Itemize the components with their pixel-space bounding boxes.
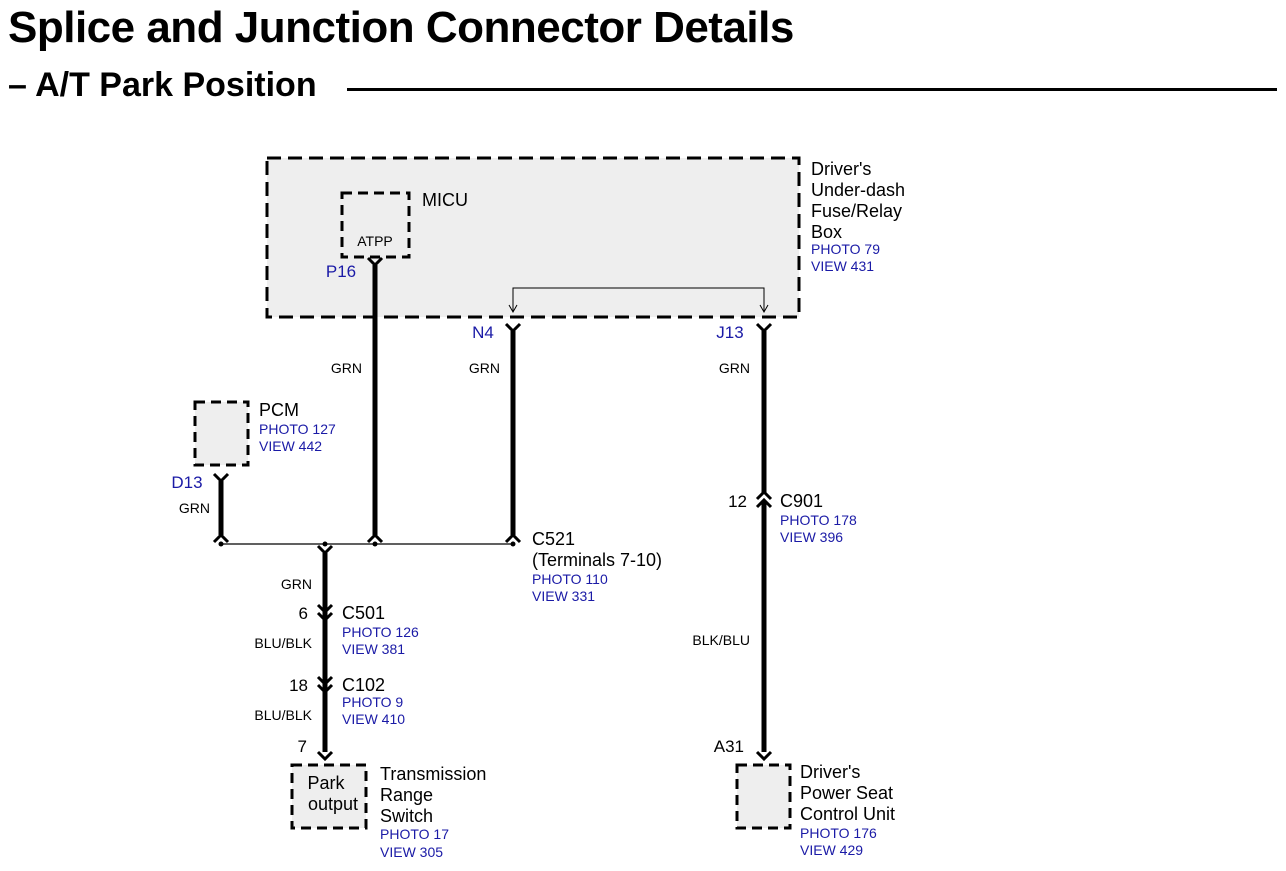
atpp-label: ATPP — [357, 233, 393, 249]
wire-color-n4: GRN — [469, 360, 500, 376]
seat-name-3: Control Unit — [800, 804, 895, 824]
wire-color-splice-out: GRN — [281, 576, 312, 592]
wire-color-pcm: GRN — [179, 500, 210, 516]
trs-name-1: Transmission — [380, 764, 486, 784]
c521-terminal-out — [316, 544, 334, 556]
c102-terminal-top — [316, 675, 334, 687]
wire-color-c102: BLU/BLK — [254, 707, 312, 723]
d13-terminal — [212, 472, 230, 484]
wire-color-c901: BLK/BLU — [692, 632, 750, 648]
c501-pin: 6 — [299, 604, 308, 623]
bridge-arrow-j13 — [759, 304, 769, 314]
c901-photo-link[interactable]: PHOTO 178 — [780, 512, 857, 528]
c501-view-link[interactable]: VIEW 381 — [342, 641, 405, 657]
c501-label: C501 — [342, 603, 385, 623]
splice-dot-micu — [372, 541, 378, 547]
trs-view-link[interactable]: VIEW 305 — [380, 844, 443, 860]
c102-label: C102 — [342, 675, 385, 695]
pcm-photo-link[interactable]: PHOTO 127 — [259, 421, 336, 437]
trs-inner-2: output — [308, 794, 358, 814]
wire-color-micu: GRN — [331, 360, 362, 376]
a31-label: A31 — [714, 737, 744, 756]
c901-view-link[interactable]: VIEW 396 — [780, 529, 843, 545]
c501-terminal-bottom — [316, 611, 334, 623]
seat-view-link[interactable]: VIEW 429 — [800, 842, 863, 858]
c102-photo-link[interactable]: PHOTO 9 — [342, 694, 403, 710]
fuse-box-name-1: Driver's — [811, 159, 871, 179]
splice-dot-n4 — [510, 541, 516, 547]
c501-photo-link[interactable]: PHOTO 126 — [342, 624, 419, 640]
p16-label: P16 — [326, 262, 356, 281]
c901-terminal-top — [755, 489, 773, 501]
c901-terminal-bottom — [755, 497, 773, 509]
bridge-arrow-n4 — [508, 304, 518, 314]
page-title: Splice and Junction Connector Details — [8, 3, 794, 52]
fuse-box-photo-link[interactable]: PHOTO 79 — [811, 241, 880, 257]
c901-pin: 12 — [728, 492, 747, 511]
wire-color-c501: BLU/BLK — [254, 635, 312, 651]
seat-name-2: Power Seat — [800, 783, 893, 803]
n4-terminal — [504, 322, 522, 334]
micu-box — [340, 191, 411, 259]
internal-bridge — [512, 287, 765, 312]
pcm-view-link[interactable]: VIEW 442 — [259, 438, 322, 454]
wire-color-j13: GRN — [719, 360, 750, 376]
c521-photo-link[interactable]: PHOTO 110 — [532, 571, 608, 587]
c901-label: C901 — [780, 491, 823, 511]
subtitle-text: A/T Park Position — [35, 66, 317, 104]
pcm-label: PCM — [259, 400, 299, 420]
c521-terminal-n4 — [504, 532, 522, 544]
trs-box — [290, 763, 368, 830]
page-subtitle: – A/T Park Position — [8, 66, 317, 104]
seat-name-1: Driver's — [800, 762, 860, 782]
fuse-box-name-4: Box — [811, 222, 842, 242]
c102-terminal-bottom — [316, 683, 334, 695]
c102-view-link[interactable]: VIEW 410 — [342, 711, 405, 727]
seat-photo-link[interactable]: PHOTO 176 — [800, 825, 877, 841]
c501-terminal-top — [316, 603, 334, 615]
trs-terminal — [316, 750, 334, 762]
subtitle-rule — [347, 88, 1277, 91]
trs-pin: 7 — [298, 737, 307, 756]
seat-unit-box — [735, 763, 792, 830]
c521-detail: (Terminals 7-10) — [532, 550, 662, 570]
c521-label: C521 — [532, 529, 575, 549]
d13-label: D13 — [171, 473, 202, 492]
splice-dot-pcm — [218, 541, 224, 547]
trs-inner-1: Park — [307, 773, 345, 793]
a31-terminal — [755, 750, 773, 762]
n4-label: N4 — [472, 323, 494, 342]
micu-label: MICU — [422, 190, 468, 210]
c521-view-link[interactable]: VIEW 331 — [532, 588, 595, 604]
c102-pin: 18 — [289, 676, 308, 695]
fuse-box-name-3: Fuse/Relay — [811, 201, 902, 221]
trs-name-2: Range — [380, 785, 433, 805]
pcm-box — [193, 400, 250, 467]
splice-dot-out — [322, 541, 328, 547]
j13-terminal — [755, 322, 773, 334]
trs-photo-link[interactable]: PHOTO 17 — [380, 826, 449, 842]
j13-label: J13 — [716, 323, 743, 342]
trs-name-3: Switch — [380, 806, 433, 826]
fuse-box-name-2: Under-dash — [811, 180, 905, 200]
fuse-box-view-link[interactable]: VIEW 431 — [811, 258, 874, 274]
c521-terminal-micu — [366, 532, 384, 544]
c521-terminal-pcm — [212, 532, 230, 544]
